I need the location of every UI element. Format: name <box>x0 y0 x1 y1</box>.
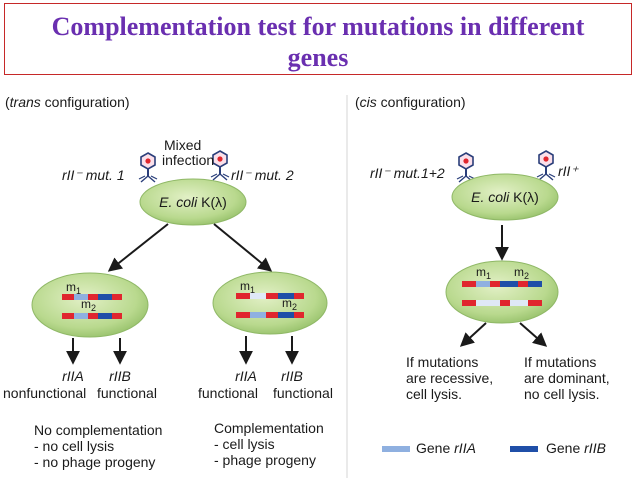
cis-dominant-1: If mutations <box>524 354 596 370</box>
left-result-1: - no cell lysis <box>34 438 114 454</box>
cis-cell: m1 m2 <box>445 260 559 324</box>
cis-recessive-1: If mutations <box>406 354 478 370</box>
cis-recessive-2: are recessive, <box>406 370 493 386</box>
trans-phage-right-label: rII⁻ mut. 2 <box>231 167 294 183</box>
phage-icon-cis-wildtype <box>536 150 556 181</box>
phage-icon-cis-mutant <box>456 152 476 183</box>
m1-label-left: m1 <box>66 280 81 296</box>
trans-phage-left-label: rII⁻ mut. 1 <box>62 167 125 183</box>
trans-right-cell: m1 m2 <box>212 271 328 335</box>
right-result-2: - phage progeny <box>214 452 316 468</box>
right-gene-a: rIIA <box>235 368 257 384</box>
right-state-a: functional <box>198 385 258 401</box>
arrow-to-left-cell <box>107 223 169 272</box>
left-gene-b: rIIB <box>109 368 131 384</box>
left-state-b: functional <box>97 385 157 401</box>
cis-host-cell <box>451 173 559 221</box>
trans-heading: (trans configuration) <box>5 94 130 110</box>
slide-title: Complementation test for mutations in di… <box>5 11 631 73</box>
cis-phage-right-label: rII⁺ <box>558 163 579 179</box>
cis-heading: (cis configuration) <box>355 94 466 110</box>
left-gene-a: rIIA <box>62 368 84 384</box>
cis-phage-left-label: rII⁻ mut.1+2 <box>370 165 445 181</box>
phage-icon-mut1 <box>138 152 158 183</box>
right-result-1: - cell lysis <box>214 436 275 452</box>
title-line-2: genes <box>287 43 349 72</box>
gene-legend: Gene rIIA Gene rIIB <box>382 440 606 456</box>
left-result-title: No complementation <box>34 422 162 438</box>
left-result-2: - no phage progeny <box>34 454 155 470</box>
legend-swatch-rIIA <box>382 446 410 452</box>
left-state-a: nonfunctional <box>3 385 86 401</box>
right-gene-b: rIIB <box>281 368 303 384</box>
mixed-infection-line1: Mixed <box>164 137 201 153</box>
title-line-1: Complementation test for mutations in di… <box>51 12 585 41</box>
cis-dominant-3: no cell lysis. <box>524 386 599 402</box>
legend-label-rIIA: Gene rIIA <box>416 440 476 456</box>
arrow-cis-recessive <box>459 322 487 347</box>
trans-host-label: E. coli K(λ) <box>159 194 227 210</box>
trans-host-cell <box>139 178 247 226</box>
cis-m2-label: m2 <box>514 265 529 281</box>
m2-label-right: m2 <box>282 296 297 312</box>
arrow-to-right-cell <box>213 223 273 272</box>
mixed-infection-line2: infection <box>162 152 214 168</box>
cis-m1-label: m1 <box>476 265 491 281</box>
trans-left-cell: m1 m2 <box>31 272 149 338</box>
cis-dominant-2: are dominant, <box>524 370 610 386</box>
arrow-cis-dominant <box>519 322 548 347</box>
m2-label-left: m2 <box>81 297 96 313</box>
right-result-title: Complementation <box>214 420 324 436</box>
right-state-b: functional <box>273 385 333 401</box>
legend-swatch-rIIB <box>510 446 538 452</box>
cis-recessive-3: cell lysis. <box>406 386 462 402</box>
legend-label-rIIB: Gene rIIB <box>546 440 606 456</box>
m1-label-right: m1 <box>240 279 255 295</box>
title-box: Complementation test for mutations in di… <box>4 3 632 75</box>
cis-host-label: E. coli K(λ) <box>471 189 539 205</box>
